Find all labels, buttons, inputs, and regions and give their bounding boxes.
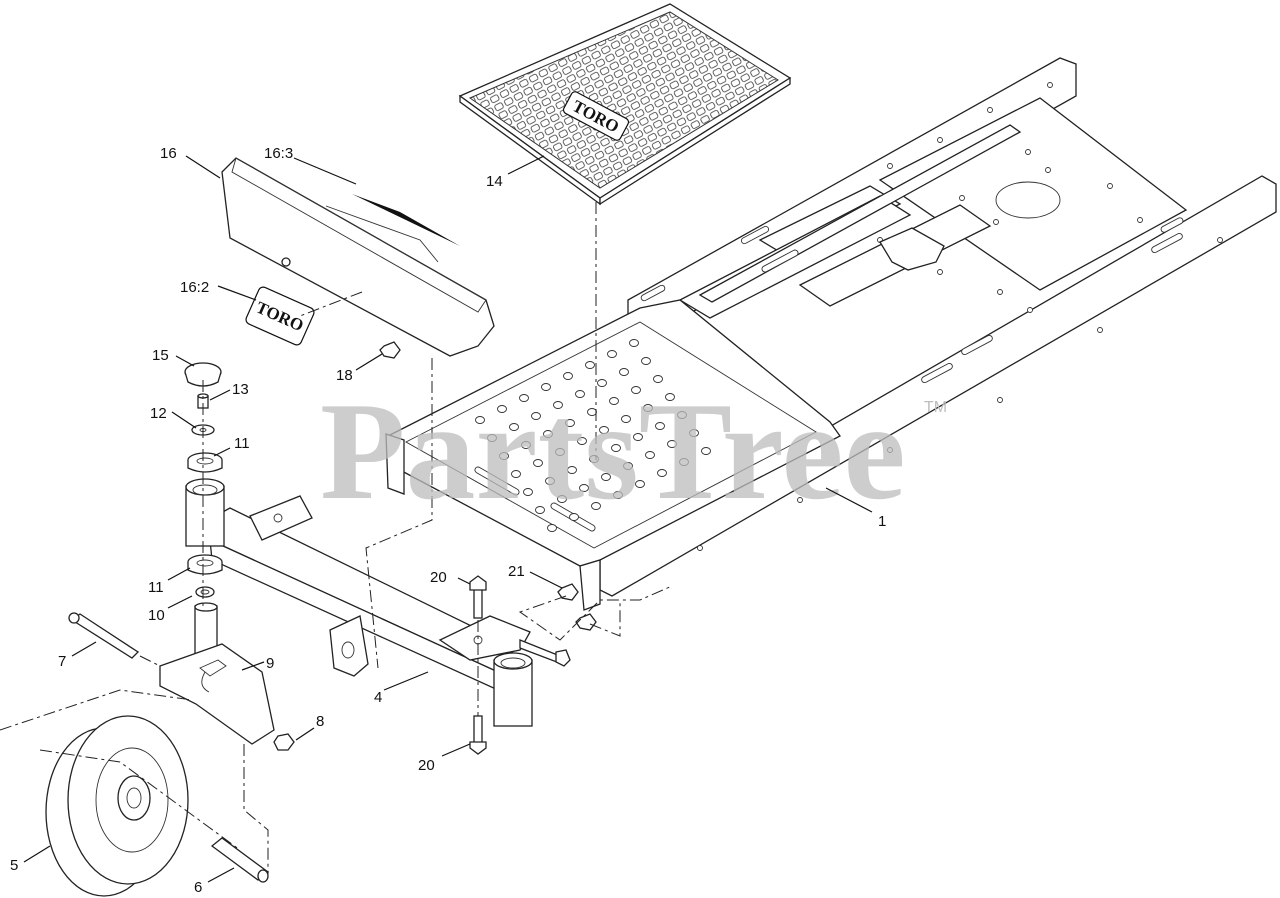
callout-11-upper: 11	[234, 435, 250, 452]
perforation	[535, 506, 545, 514]
callout-8: 8	[316, 713, 324, 730]
perforation	[635, 480, 645, 488]
perforation	[497, 405, 507, 413]
perforation	[631, 386, 641, 394]
perforation	[629, 339, 639, 347]
perforation	[633, 433, 643, 441]
callout-20-lower: 20	[418, 757, 435, 774]
callout-1: 1	[878, 513, 886, 530]
perforation	[577, 437, 587, 445]
perforation	[543, 430, 553, 438]
mount-bolts	[469, 575, 597, 755]
perforation	[567, 466, 577, 474]
perforation	[701, 447, 711, 455]
perforation	[621, 415, 631, 423]
floor-perforations	[475, 339, 711, 532]
perforation	[553, 401, 563, 409]
perforation	[575, 390, 585, 398]
callout-12: 12	[150, 405, 167, 422]
caster-wheel	[45, 715, 270, 897]
callout-21: 21	[508, 563, 525, 580]
perforation	[565, 419, 575, 427]
main-frame	[599, 57, 1277, 597]
perforation	[677, 411, 687, 419]
spindle-hardware	[68, 341, 401, 751]
perforation	[475, 416, 485, 424]
perforation	[599, 426, 609, 434]
perforation	[619, 368, 629, 376]
perforation	[667, 440, 677, 448]
perforation	[523, 488, 533, 496]
perforation	[611, 444, 621, 452]
perforation	[653, 375, 663, 383]
callout-15: 15	[152, 347, 169, 364]
perforation	[655, 422, 665, 430]
callout-16: 16	[160, 145, 177, 162]
callout-20-upper: 20	[430, 569, 447, 586]
callout-7: 7	[58, 653, 66, 670]
perforation	[591, 502, 601, 510]
callout-16-3: 16:3	[264, 145, 293, 162]
perforation	[623, 462, 633, 470]
callout-11-lower: 11	[148, 579, 164, 596]
callout-14: 14	[486, 173, 503, 190]
perforation	[585, 361, 595, 369]
perforation	[499, 452, 509, 460]
perforation	[511, 470, 521, 478]
seat-mount-opening	[995, 181, 1061, 219]
frame-holes	[697, 82, 1223, 551]
perforation	[519, 394, 529, 402]
perforation	[563, 372, 573, 380]
perforation	[607, 350, 617, 358]
perforation	[547, 524, 557, 532]
perforation	[579, 484, 589, 492]
perforation	[509, 423, 519, 431]
callout-5: 5	[10, 857, 18, 874]
callout-10: 10	[148, 607, 165, 624]
perforation	[487, 434, 497, 442]
perforation	[541, 383, 551, 391]
caster-fork	[159, 602, 275, 745]
watermark-trademark: TM	[924, 399, 947, 416]
perforation	[597, 379, 607, 387]
watermark: PartsTree	[320, 374, 906, 529]
callout-16-2: 16:2	[180, 279, 209, 296]
perforation	[689, 429, 699, 437]
callout-4: 4	[374, 689, 382, 706]
callout-18: 18	[336, 367, 353, 384]
perforation	[557, 495, 567, 503]
perforation	[601, 473, 611, 481]
perforation	[545, 477, 555, 485]
callout-6: 6	[194, 879, 202, 896]
perforation	[665, 393, 675, 401]
perforation	[521, 441, 531, 449]
perforation	[531, 412, 541, 420]
perforation	[641, 357, 651, 365]
stripe-decal	[352, 194, 460, 246]
cover-logo-decal: TORO	[245, 286, 315, 346]
front-cover: TORO	[221, 157, 495, 357]
perforation	[645, 451, 655, 459]
assembly-lines	[0, 202, 673, 876]
perforation	[657, 469, 667, 477]
leader-lines	[23, 155, 873, 883]
perforation	[555, 448, 565, 456]
callout-labels: 1 4 5 6 7 8 9 10 11 11 12 13 15 14 16 16…	[10, 145, 886, 896]
perforation	[643, 404, 653, 412]
seat-pad: TORO	[458, 3, 792, 206]
perforation	[533, 459, 543, 467]
floor-pan	[385, 299, 841, 611]
perforation	[679, 458, 689, 466]
perforation	[609, 397, 619, 405]
callout-9: 9	[266, 655, 274, 672]
front-axle	[185, 478, 533, 727]
callout-13: 13	[232, 381, 249, 398]
perforation	[569, 513, 579, 521]
perforation	[613, 491, 623, 499]
